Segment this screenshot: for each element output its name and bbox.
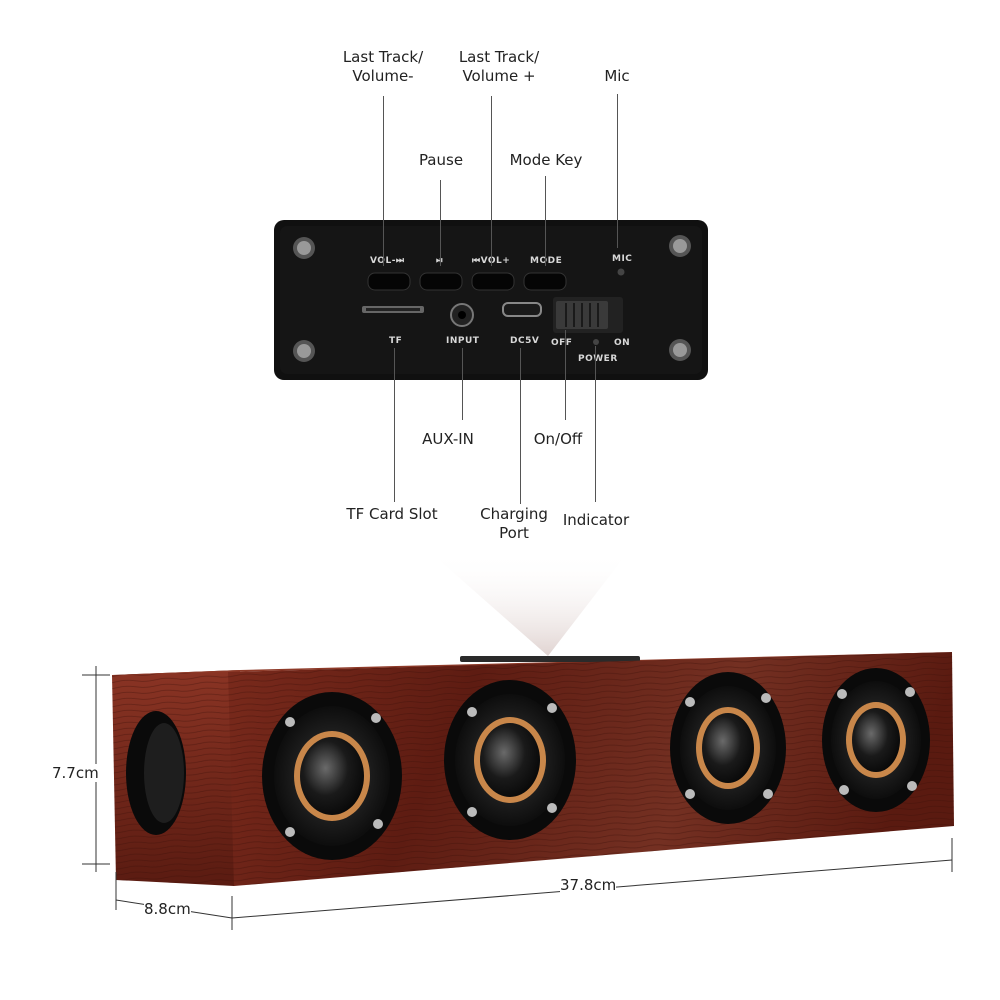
callout-on-off: On/Off bbox=[533, 430, 583, 448]
pause-button bbox=[419, 272, 463, 291]
panel-label-power: POWER bbox=[578, 354, 618, 364]
speaker-driver-4 bbox=[822, 668, 930, 812]
callout-indicator: Indicator bbox=[562, 511, 630, 529]
panel-label-on: ON bbox=[614, 338, 631, 348]
panel-label-dc5v: DC5V bbox=[510, 336, 540, 346]
indicator-led bbox=[593, 339, 599, 345]
leader-indicator bbox=[595, 346, 596, 502]
callout-tf-card-slot: TF Card Slot bbox=[346, 505, 438, 523]
speaker-driver-1 bbox=[262, 692, 402, 860]
callout-mode-key: Mode Key bbox=[509, 151, 583, 169]
speaker-driver-2 bbox=[444, 680, 576, 840]
panel-label-input: INPUT bbox=[446, 336, 480, 346]
leader-tf bbox=[394, 348, 395, 502]
mode-button bbox=[523, 272, 567, 291]
panel-label-mic: MIC bbox=[612, 254, 633, 264]
leader-aux bbox=[462, 348, 463, 420]
control-panel bbox=[274, 220, 708, 380]
panel-label-tf: TF bbox=[389, 336, 403, 346]
callout-last-track-volume-minus: Last Track/ Volume- bbox=[342, 48, 424, 85]
vol-plus-button bbox=[471, 272, 515, 291]
panel-label-vol-minus: VOL-⏭ bbox=[370, 256, 405, 266]
callout-aux-in: AUX-IN bbox=[422, 430, 474, 448]
panel-label-vol-plus: ⏮VOL+ bbox=[472, 256, 510, 266]
callout-last-track-volume-plus: Last Track/ Volume + bbox=[458, 48, 540, 85]
dimension-width: 37.8cm bbox=[560, 876, 617, 894]
panel-label-off: OFF bbox=[551, 338, 573, 348]
mic-hole bbox=[617, 268, 625, 276]
speaker-top-face bbox=[112, 652, 952, 675]
leader-mic bbox=[617, 94, 618, 248]
leader-mode bbox=[545, 176, 546, 266]
usb-port bbox=[502, 302, 542, 317]
projection-beam bbox=[430, 552, 628, 656]
speaker-driver-3 bbox=[670, 672, 786, 824]
dimension-height: 7.7cm bbox=[52, 764, 99, 782]
callout-mic: Mic bbox=[604, 67, 630, 85]
panel-label-mode: MODE bbox=[530, 256, 563, 266]
panel-label-play-pause: ⏯ bbox=[436, 256, 444, 266]
leader-vol-plus bbox=[491, 96, 492, 266]
callout-charging-port: Charging Port bbox=[480, 505, 548, 542]
leader-vol-minus bbox=[383, 96, 384, 266]
leader-on-off bbox=[565, 330, 566, 420]
dimension-depth: 8.8cm bbox=[144, 900, 191, 918]
leader-charging bbox=[520, 348, 521, 504]
leader-pause bbox=[440, 180, 441, 266]
callout-pause: Pause bbox=[418, 151, 464, 169]
vol-minus-button bbox=[367, 272, 411, 291]
